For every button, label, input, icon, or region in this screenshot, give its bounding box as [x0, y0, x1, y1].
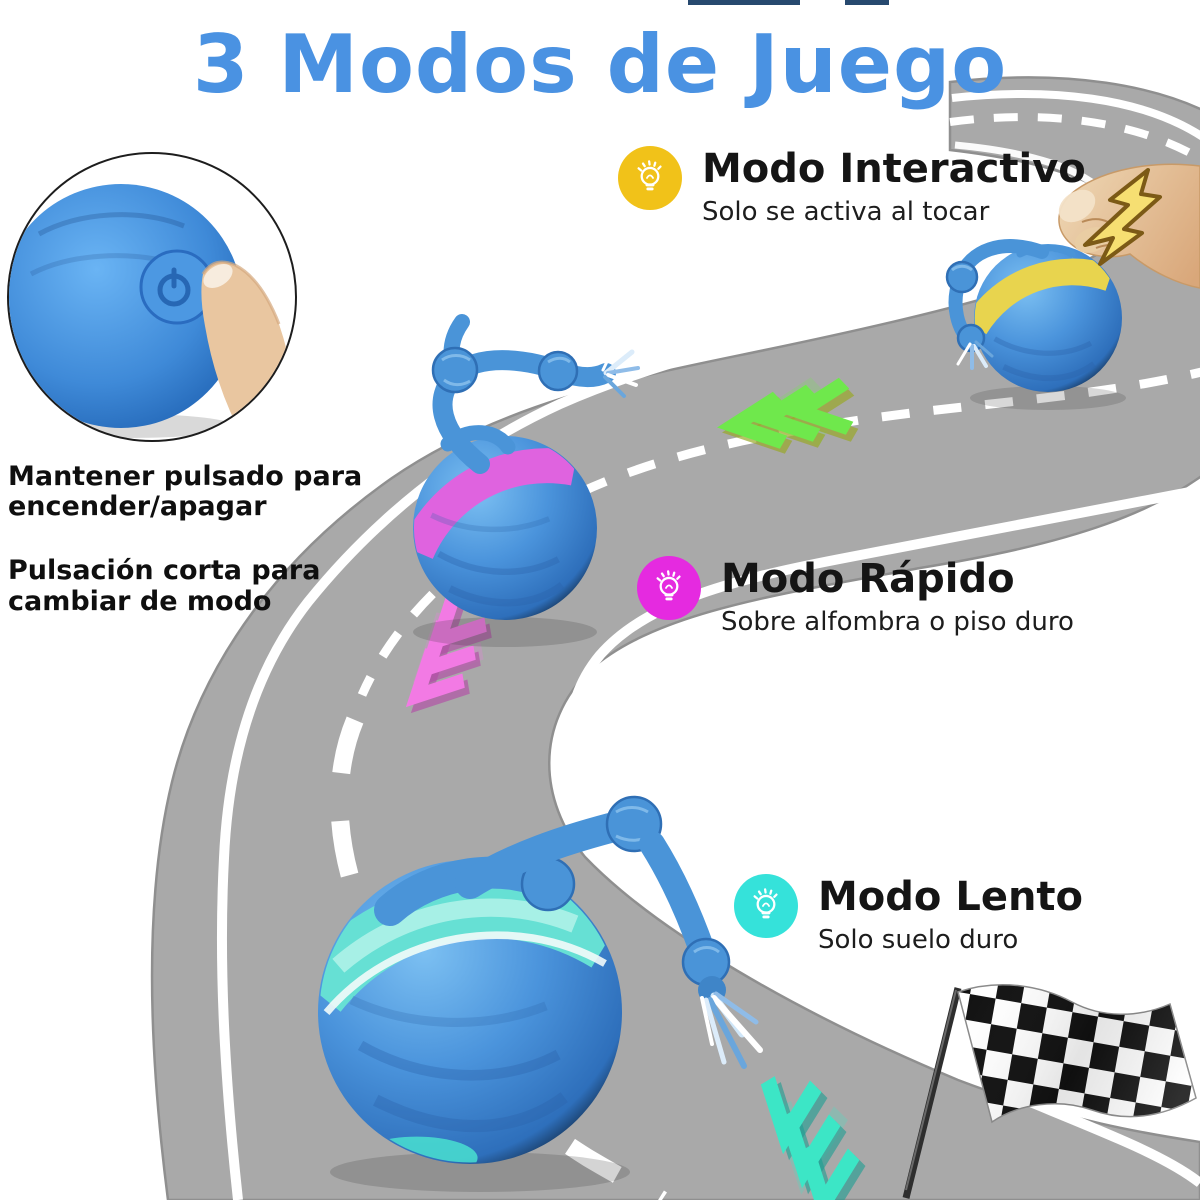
mode-description: Solo se activa al tocar	[702, 197, 990, 227]
rope-frayed-end	[956, 340, 994, 370]
lightbulb-icon	[734, 874, 798, 938]
center-dash-main	[357, 367, 1200, 697]
lightbulb-icon	[618, 146, 682, 210]
tap-burst-icon	[1083, 168, 1162, 266]
instruction-line: cambiar de modo	[8, 585, 272, 617]
cropped-text-remnant	[688, 0, 800, 5]
mode-lento: Modo Lento Solo suelo duro	[734, 874, 1083, 955]
mode-label: Modo Rápido	[721, 556, 1015, 602]
power-button-icon	[139, 249, 215, 325]
lightbulb-icon	[637, 556, 701, 620]
instruction-line: encender/apagar	[8, 491, 267, 523]
rope-frayed-end	[601, 343, 640, 398]
mode-label: Modo Lento	[818, 874, 1084, 920]
edge-line-left	[216, 235, 1095, 1200]
mode-description: Solo suelo duro	[818, 925, 1019, 955]
power-button-inset	[7, 152, 297, 442]
ball-shadow	[330, 1152, 630, 1192]
rope-rapido	[431, 314, 640, 474]
edge-line-top	[951, 90, 1200, 141]
ball-toy-lento	[318, 860, 622, 1164]
cropped-text-remnant	[845, 0, 889, 5]
mode-interactivo: Modo Interactivo Solo se activa al tocar	[618, 146, 1086, 227]
ball-shadow	[970, 386, 1126, 410]
rope-lento	[374, 795, 763, 1069]
mode-label: Modo Interactivo	[702, 146, 1086, 192]
center-dash-top	[949, 113, 1200, 164]
flag-pole	[902, 987, 962, 1199]
fingernail	[203, 264, 233, 288]
inset-ball	[9, 184, 243, 428]
finish-flag-icon	[902, 984, 1197, 1199]
instructions-block: Mantener pulsado para encender/apagar Pu…	[8, 461, 363, 617]
instruction-line: Pulsación corta para	[8, 555, 321, 587]
rope-frayed-end	[700, 991, 763, 1069]
page-title: 3 Modos de Juego	[192, 18, 1008, 111]
ball-shadow	[413, 617, 597, 647]
mode-rapido: Modo Rápido Sobre alfombra o piso duro	[637, 556, 1074, 637]
mode-description: Sobre alfombra o piso duro	[721, 607, 1074, 637]
ball-toy-rapido	[413, 436, 597, 620]
instruction-line: Mantener pulsado para	[8, 461, 363, 492]
rope-interactivo	[945, 239, 1076, 370]
